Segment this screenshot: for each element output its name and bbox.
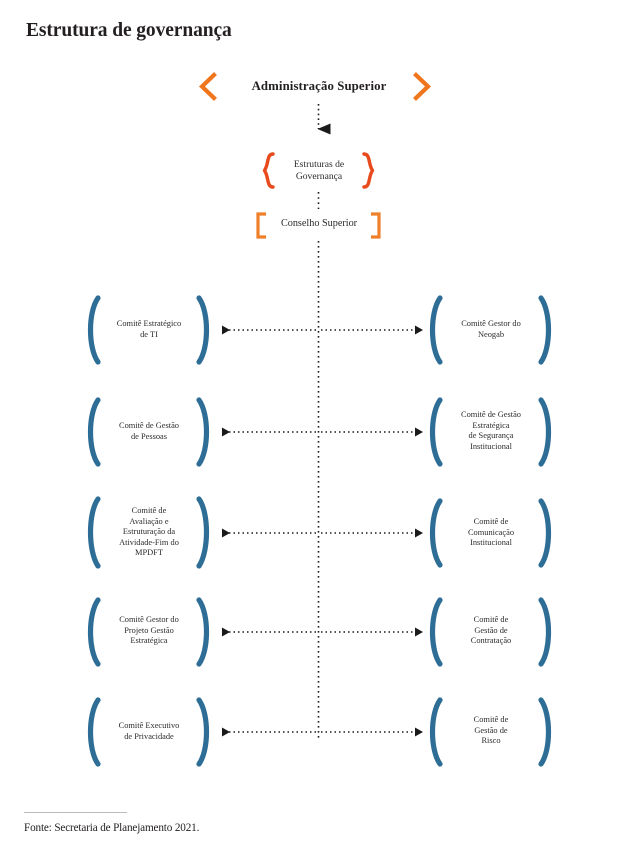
- node-estruturas-de-governanca[interactable]: Estruturas de Governança: [293, 159, 345, 182]
- governance-structure-diagram: Administração Superior Estruturas de Gov…: [87, 72, 552, 767]
- chevron-left-icon: [198, 72, 217, 101]
- committee-left-2[interactable]: Comitê de Gestão de Pessoas: [118, 421, 179, 441]
- committee-right-1[interactable]: Comitê Gestor do Neogab: [461, 319, 521, 339]
- left-committee-brackets: [87, 295, 210, 767]
- committee-left-4[interactable]: Comitê Gestor do Projeto Gestão Estratég…: [119, 615, 179, 646]
- square-bracket-right-icon: [371, 212, 381, 239]
- committee-right-3[interactable]: Comitê de Comunicação Institucional: [467, 517, 515, 548]
- right-committee-brackets: [429, 295, 552, 767]
- page-title: Estrutura de governança: [26, 20, 232, 41]
- committee-right-5[interactable]: Comitê de Gestão de Risco: [473, 715, 509, 746]
- committee-right-2[interactable]: Comitê de Gestão Estratégica de Seguranç…: [460, 410, 521, 451]
- footer-divider: [24, 812, 127, 813]
- node-administracao-superior[interactable]: Administração Superior: [251, 79, 387, 93]
- node-conselho-superior[interactable]: Conselho Superior: [280, 218, 358, 229]
- chevron-right-icon: [413, 72, 432, 101]
- footer: Fonte: Secretaria de Planejamento 2021.: [24, 812, 424, 834]
- square-bracket-left-icon: [256, 212, 266, 239]
- curly-brace-right-icon: [362, 152, 375, 189]
- committee-left-1[interactable]: Comitê Estratégico de TI: [116, 319, 182, 339]
- footer-source-text: Fonte: Secretaria de Planejamento 2021.: [24, 822, 200, 834]
- committee-left-5[interactable]: Comitê Executivo de Privacidade: [118, 721, 180, 741]
- curly-brace-left-icon: [262, 152, 275, 189]
- committee-right-4[interactable]: Comitê de Gestão de Contratação: [470, 615, 512, 646]
- committee-left-3[interactable]: Comitê de Avaliação e Estruturação da At…: [119, 506, 179, 558]
